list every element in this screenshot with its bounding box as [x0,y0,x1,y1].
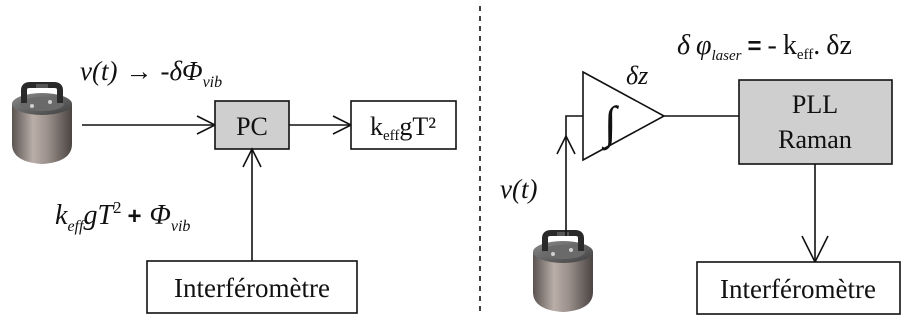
right-interferometer-box [696,261,901,315]
pll-to-interferometer-arrow [801,164,829,264]
output-keff-label: keffgT² [370,112,436,144]
sensor-to-pc-arrow [82,115,217,135]
pc-label: PC [236,112,268,141]
seismometer-sensor-icon [12,84,72,164]
interferometer-to-pc-arrow [242,147,262,261]
seismometer-sensor-icon-right [533,232,593,312]
sensor-to-integrator-arrow [556,115,583,236]
right-velocity-label: v(t) [500,174,537,204]
output-keff-box [350,100,457,150]
right-interferometer-label: Interféromètre [720,274,876,304]
pll-label: PLL [792,90,838,119]
interferometer-phase-formula: keffgT2+Φvib [55,198,190,235]
integrator-triangle [582,70,666,162]
velocity-to-phase-label: v(t)→-δΦvib [80,56,222,91]
pc-to-output-arrow [289,115,353,135]
left-panel: v(t)→-δΦvib PC keffgT² keffgT2+Φvib [12,56,457,314]
raman-label: Raman [778,125,852,154]
left-interferometer-box [146,260,358,314]
dz-label: δz [626,61,648,90]
left-interferometer-label: Interféromètre [174,273,330,303]
integral-symbol: ∫ [601,97,619,151]
